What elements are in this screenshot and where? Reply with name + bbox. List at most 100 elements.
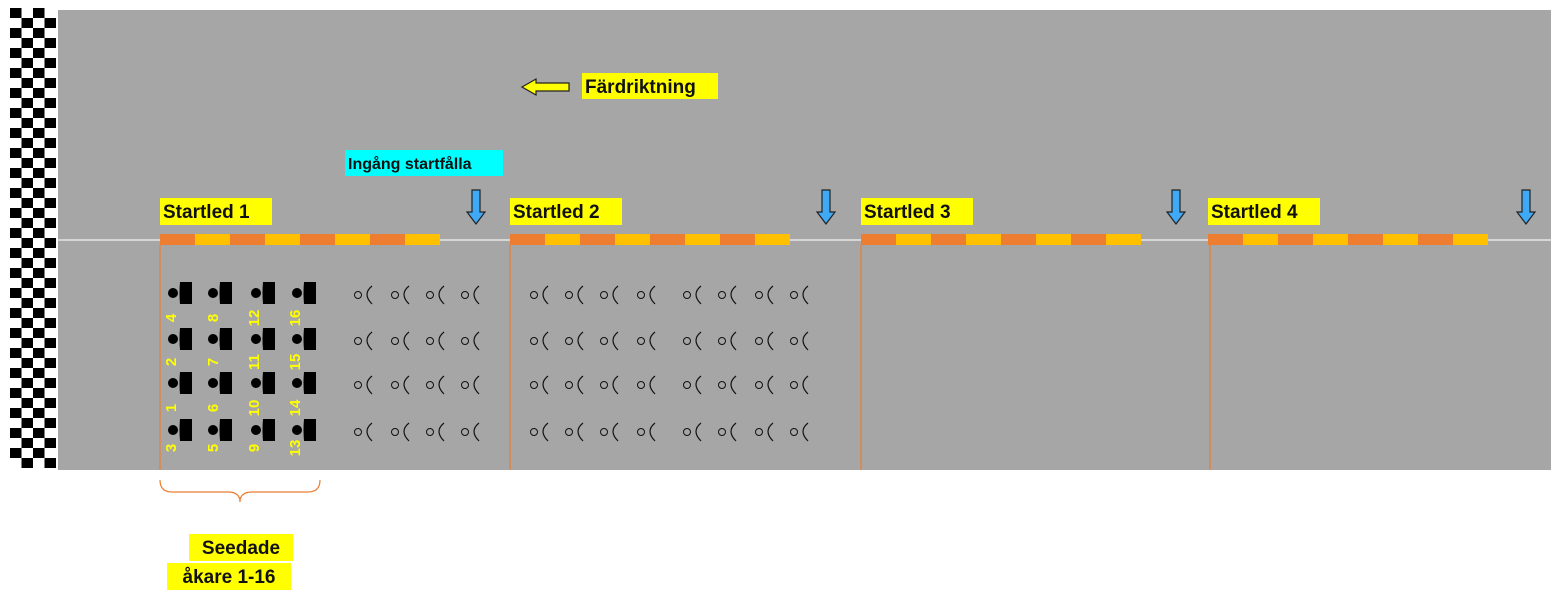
checker-square bbox=[33, 188, 45, 198]
open-skater-icon bbox=[391, 331, 410, 351]
seeded-skater-icon bbox=[208, 282, 232, 304]
seed-number: 8 bbox=[205, 314, 222, 322]
open-skater-icon bbox=[565, 331, 584, 351]
start-dash bbox=[755, 234, 790, 245]
checker-square bbox=[21, 398, 33, 408]
checker-square bbox=[21, 378, 33, 388]
start-dash bbox=[370, 234, 405, 245]
start-dash bbox=[265, 234, 300, 245]
open-skater-icon bbox=[461, 422, 480, 442]
checker-square bbox=[10, 268, 22, 278]
seeded-skater-icon bbox=[292, 372, 316, 394]
seeded-skater-icon bbox=[251, 372, 275, 394]
open-skater-icon bbox=[755, 422, 774, 442]
checker-square bbox=[44, 318, 56, 328]
seeded-brace bbox=[159, 479, 321, 503]
start-dash bbox=[1313, 234, 1348, 245]
seeded-skater-icon bbox=[168, 282, 192, 304]
checker-square bbox=[10, 48, 22, 58]
seeded-skater-icon bbox=[168, 372, 192, 394]
checker-square bbox=[44, 118, 56, 128]
checker-square bbox=[33, 448, 45, 458]
open-skater-icon bbox=[565, 375, 584, 395]
checker-square bbox=[33, 388, 45, 398]
checker-square bbox=[44, 138, 56, 148]
start-dash bbox=[1208, 234, 1243, 245]
checker-square bbox=[33, 208, 45, 218]
checker-square bbox=[33, 68, 45, 78]
startled-2-bg bbox=[510, 198, 622, 225]
checker-square bbox=[44, 338, 56, 348]
checker-square bbox=[33, 128, 45, 138]
checker-square bbox=[44, 458, 56, 468]
checker-square bbox=[10, 168, 22, 178]
open-skater-icon bbox=[530, 331, 549, 351]
open-skater-icon bbox=[637, 285, 656, 305]
checker-square bbox=[21, 458, 33, 468]
checker-square bbox=[10, 428, 22, 438]
checker-square bbox=[21, 298, 33, 308]
seed-number: 3 bbox=[163, 444, 180, 452]
checker-square bbox=[33, 108, 45, 118]
open-skater-icon bbox=[790, 422, 809, 442]
checker-square bbox=[21, 18, 33, 28]
open-skater-icon bbox=[565, 422, 584, 442]
open-skater-icon bbox=[461, 285, 480, 305]
checker-square bbox=[33, 168, 45, 178]
checker-square bbox=[10, 88, 22, 98]
checker-square bbox=[10, 8, 22, 18]
seeded-caption-bg-2 bbox=[167, 563, 291, 590]
entry-arrows bbox=[465, 189, 1537, 225]
seed-number: 5 bbox=[205, 444, 222, 452]
checker-square bbox=[33, 268, 45, 278]
checker-square bbox=[33, 48, 45, 58]
start-dash bbox=[230, 234, 265, 245]
checker-square bbox=[21, 238, 33, 248]
start-dash bbox=[966, 234, 1001, 245]
checker-square bbox=[10, 328, 22, 338]
open-skater-icon bbox=[637, 422, 656, 442]
checker-square bbox=[33, 408, 45, 418]
seeded-caption-line2: åkare 1-16 bbox=[183, 567, 276, 588]
open-skater-icon bbox=[755, 285, 774, 305]
checker-square bbox=[33, 88, 45, 98]
checker-square bbox=[33, 8, 45, 18]
checker-square bbox=[10, 388, 22, 398]
seed-number: 16 bbox=[287, 310, 304, 327]
checker-square bbox=[21, 278, 33, 288]
seed-number: 6 bbox=[205, 404, 222, 412]
checker-square bbox=[10, 288, 22, 298]
open-skater-icon bbox=[600, 375, 619, 395]
seeded-skater-icon bbox=[208, 328, 232, 350]
start-dash bbox=[650, 234, 685, 245]
checker-square bbox=[44, 198, 56, 208]
checker-square bbox=[21, 138, 33, 148]
start-dash bbox=[931, 234, 966, 245]
open-skater-icon bbox=[683, 285, 702, 305]
start-dash bbox=[300, 234, 335, 245]
open-skater-icon bbox=[565, 285, 584, 305]
checker-square bbox=[10, 128, 22, 138]
seeded-skater-icon bbox=[292, 328, 316, 350]
checker-square bbox=[44, 78, 56, 88]
seed-number: 9 bbox=[246, 444, 263, 452]
checker-square bbox=[21, 258, 33, 268]
start-dash bbox=[1106, 234, 1141, 245]
checker-square bbox=[44, 58, 56, 68]
seeded-skater-icon bbox=[168, 419, 192, 441]
checker-square bbox=[33, 228, 45, 238]
checker-square bbox=[33, 328, 45, 338]
checker-square bbox=[10, 108, 22, 118]
seed-number: 10 bbox=[246, 400, 263, 417]
checker-square bbox=[21, 418, 33, 428]
checker-square bbox=[10, 408, 22, 418]
startled-4-bg bbox=[1208, 198, 1320, 225]
open-skater-icon bbox=[790, 331, 809, 351]
checker-square bbox=[10, 228, 22, 238]
start-dash bbox=[580, 234, 615, 245]
start-dash bbox=[1243, 234, 1278, 245]
checker-square bbox=[21, 218, 33, 228]
open-skater-icon bbox=[600, 422, 619, 442]
checker-square bbox=[21, 78, 33, 88]
seed-number: 2 bbox=[163, 358, 180, 366]
